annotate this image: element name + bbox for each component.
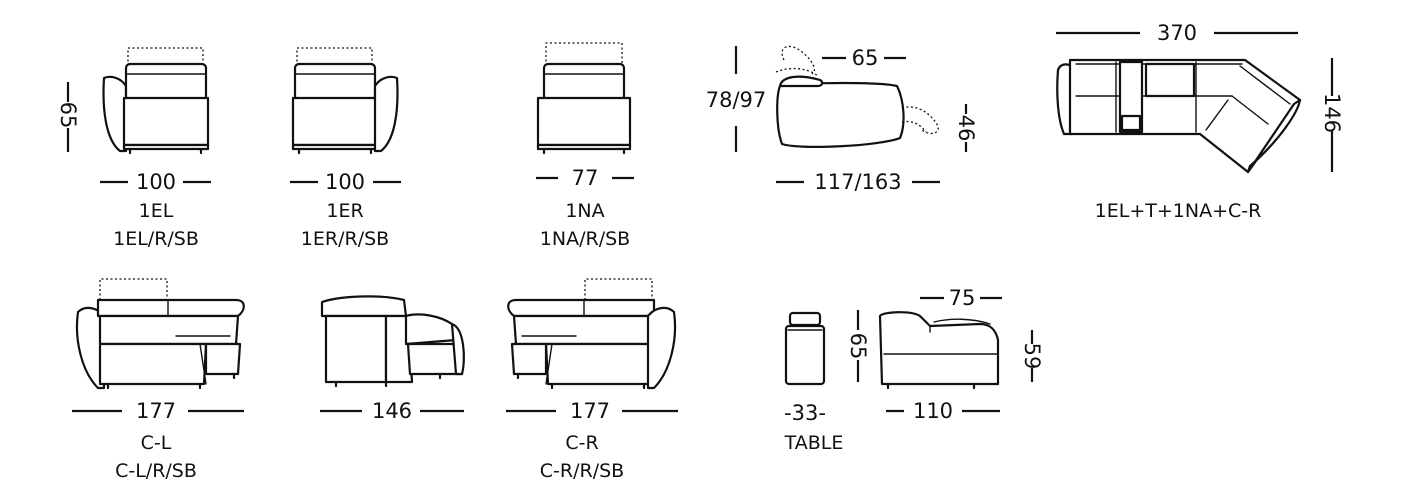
recliner-extended-depth: 117/163 — [814, 170, 902, 194]
dimension-lines — [66, 31, 1334, 413]
module-c-l-variants: C-L/R/SB — [115, 460, 197, 482]
recliner-depth: 65 — [851, 46, 879, 70]
recliner-side-view-drawing — [775, 45, 939, 148]
corner-sofa-depth: 146 — [1320, 92, 1344, 134]
recliner-height: 78/97 — [705, 88, 767, 112]
module-1er-drawing — [291, 47, 399, 155]
sofa-side-view-drawing — [878, 311, 1000, 390]
module-1er-width: 100 — [324, 170, 366, 194]
sofa-side-depth: 75 — [948, 286, 976, 310]
corner-sofa-code: 1EL+T+1NA+C-R — [1094, 200, 1262, 222]
table-height: 65 — [846, 332, 870, 360]
module-1el-code: 1EL — [138, 200, 174, 222]
module-c-l-drawing — [75, 278, 245, 390]
module-1el-width: 100 — [135, 170, 177, 194]
module-1na-code: 1NA — [565, 200, 605, 222]
module-c-r-drawing — [507, 278, 677, 390]
sofa-side-width: 110 — [912, 399, 954, 423]
module-1na-drawing — [536, 42, 632, 155]
module-c-r-code: C-R — [565, 432, 599, 454]
corner-sofa-top-view-drawing — [1056, 58, 1302, 174]
module-1er-variants: 1ER/R/SB — [300, 228, 390, 250]
module-1na-width: 77 — [571, 166, 599, 190]
module-1na-variants: 1NA/R/SB — [539, 228, 631, 250]
corner-side-view-drawing — [320, 295, 465, 388]
sofa-side-height: 59 — [1020, 342, 1044, 370]
module-1el-height: 65 — [56, 101, 80, 129]
module-c-l-code: C-L — [140, 432, 172, 454]
module-c-l-width: 177 — [135, 399, 177, 423]
recliner-seat-height: 46 — [954, 114, 978, 142]
module-1el-drawing — [102, 47, 210, 155]
corner-sofa-width: 370 — [1156, 21, 1198, 45]
module-1er-code: 1ER — [326, 200, 364, 222]
table-width: -33- — [784, 401, 826, 425]
corner-side-width: 146 — [371, 399, 413, 423]
module-c-r-width: 177 — [569, 399, 611, 423]
table-code: TABLE — [784, 432, 844, 454]
module-c-r-variants: C-R/R/SB — [539, 460, 625, 482]
table-drawing — [784, 311, 826, 386]
module-1el-variants: 1EL/R/SB — [113, 228, 199, 250]
